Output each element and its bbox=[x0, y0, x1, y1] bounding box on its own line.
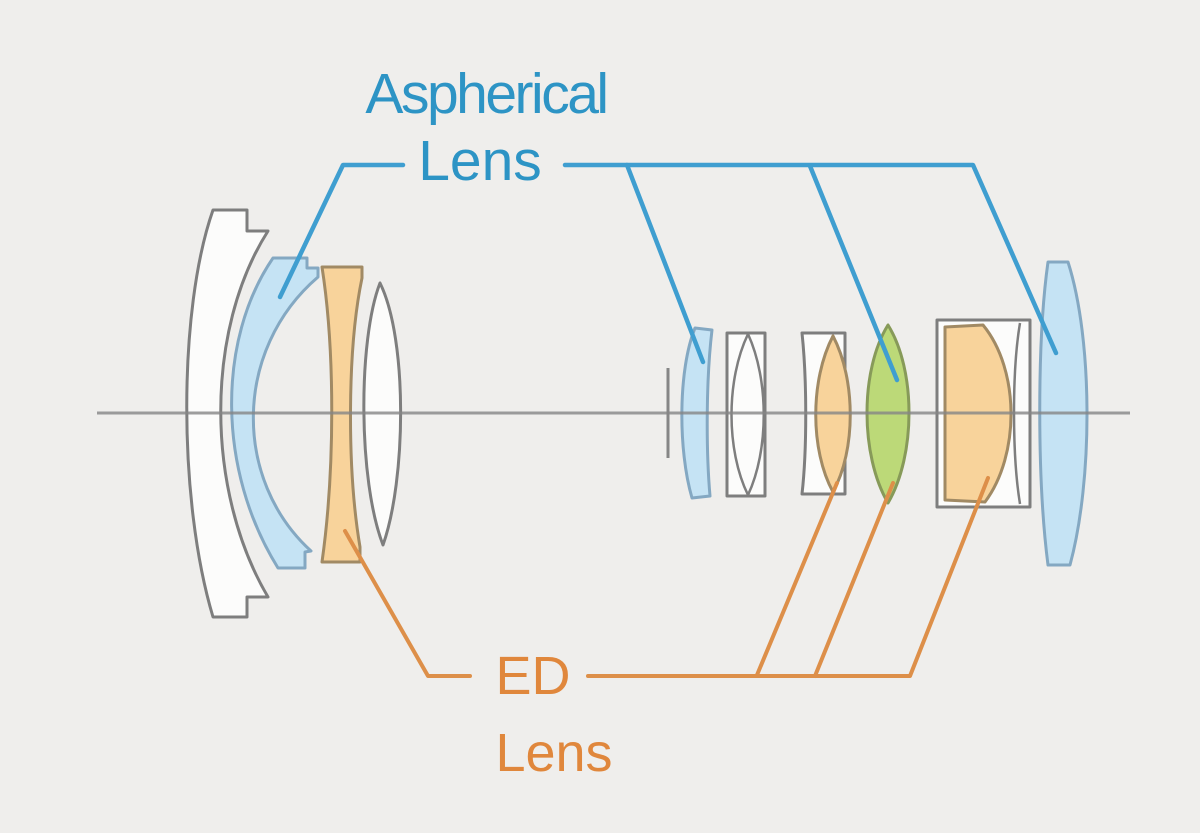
ed-leader-left bbox=[343, 529, 472, 678]
aspherical-leader-branch-green bbox=[807, 163, 900, 383]
aspherical-leader-left bbox=[277, 162, 406, 300]
lens-element-6-cemented-surface-left bbox=[730, 333, 750, 496]
ed-leader-branch-2 bbox=[813, 481, 895, 678]
aspherical-leader-branch-middle bbox=[624, 162, 706, 365]
ed-leader-right bbox=[586, 476, 990, 678]
ed-label-line1: ED bbox=[495, 646, 570, 706]
ed-label-line2: Lens bbox=[495, 723, 612, 783]
aspherical-label-line2: Lens bbox=[418, 129, 542, 193]
aspherical-leader-right bbox=[562, 162, 1059, 356]
lens-element-6-cemented-surface-right bbox=[746, 333, 765, 496]
ed-leader-branch-1 bbox=[755, 481, 839, 677]
lens-element-2-aspherical bbox=[230, 256, 320, 570]
lens-element-1 bbox=[185, 208, 270, 619]
aspherical-label-line1: Aspherical bbox=[365, 62, 606, 126]
